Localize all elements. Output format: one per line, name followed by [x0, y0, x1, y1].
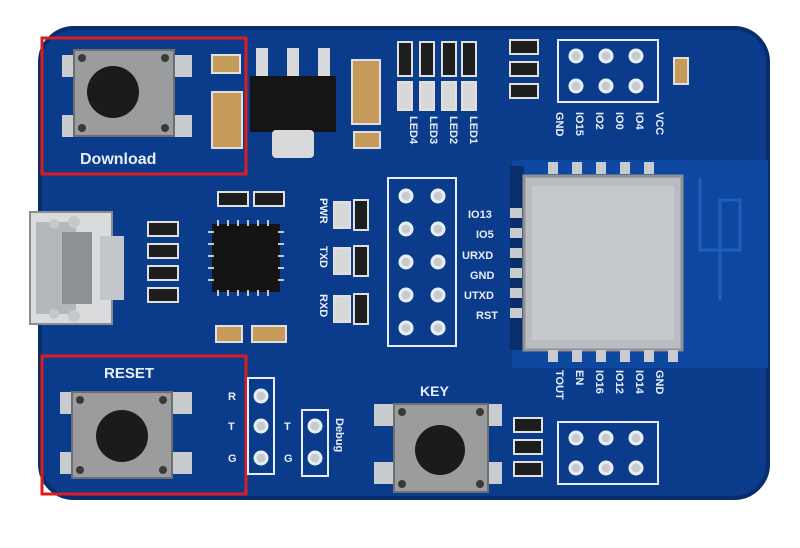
bottom-pin-header: [557, 421, 659, 485]
key-button[interactable]: [374, 403, 502, 493]
capacitors: [211, 54, 689, 343]
led3-label: LED3: [427, 116, 439, 144]
rtg-label-g: G: [228, 453, 237, 465]
bottom-pin-en: EN: [573, 370, 585, 385]
center-pin-header: [387, 177, 457, 347]
esp-module: [510, 162, 684, 362]
reset-button[interactable]: [60, 391, 192, 479]
rtg-label-t: T: [228, 421, 235, 433]
pin-label-io5: IO5: [476, 229, 494, 241]
pin-label-gnd: GND: [470, 270, 495, 282]
led2-label: LED2: [447, 116, 459, 144]
pin-label-rst: RST: [476, 310, 498, 322]
key-label: KEY: [420, 383, 449, 399]
solder-points: [49, 216, 80, 322]
reset-highlight-box: [40, 354, 248, 496]
reset-label: RESET: [104, 365, 154, 382]
top-pin-vcc: VCC: [653, 112, 665, 135]
top-pin-io0: IO0: [613, 112, 625, 130]
tg-label-t: T: [284, 421, 291, 433]
bottom-pin-io14: IO14: [633, 370, 645, 395]
bottom-pin-gnd: GND: [653, 370, 665, 395]
rxd-label: RXD: [317, 294, 329, 317]
download-button[interactable]: [62, 49, 192, 137]
tg-label-g: G: [284, 453, 293, 465]
led4-label: LED4: [407, 116, 419, 145]
antenna-trace: [698, 178, 742, 300]
debug-label: Debug: [333, 418, 345, 452]
resistors: [147, 39, 543, 477]
download-highlight-box: [40, 36, 248, 176]
top-pin-gnd: GND: [553, 112, 565, 137]
bottom-pin-tout: TOUT: [553, 370, 565, 400]
led-array: [397, 41, 477, 111]
bottom-pin-io16: IO16: [593, 370, 605, 394]
download-label: Download: [80, 151, 156, 168]
voltage-regulator: [250, 48, 336, 158]
uart-header-rtg: [247, 377, 275, 475]
usb-serial-chip: [208, 220, 284, 296]
debug-header-tg: [301, 409, 329, 477]
pwr-label: PWR: [317, 198, 329, 224]
bottom-pin-io12: IO12: [613, 370, 625, 394]
top-pin-io2: IO2: [593, 112, 605, 130]
pin-label-urxd: URXD: [462, 250, 493, 262]
led1-label: LED1: [467, 116, 479, 144]
top-pin-io15: IO15: [573, 112, 585, 136]
pin-label-io13: IO13: [468, 209, 492, 221]
status-leds: [333, 199, 369, 325]
pin-label-utxd: UTXD: [464, 290, 494, 302]
top-pin-io4: IO4: [633, 112, 645, 131]
top-pin-header: [557, 39, 659, 103]
txd-label: TXD: [317, 246, 329, 268]
micro-usb-port: [29, 211, 124, 325]
rtg-label-r: R: [228, 391, 236, 403]
